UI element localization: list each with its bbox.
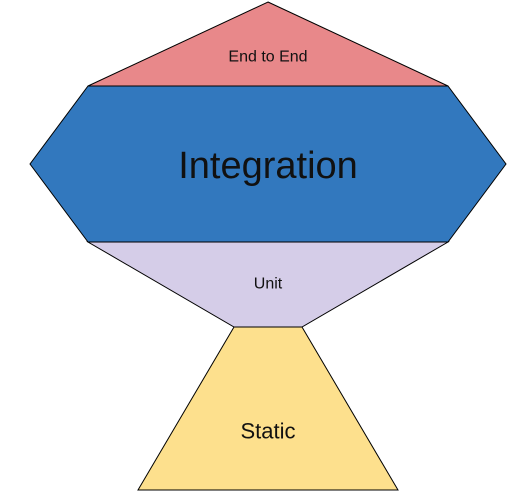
static-label: Static bbox=[240, 419, 295, 444]
integration-label: Integration bbox=[178, 145, 358, 187]
unit-label: Unit bbox=[254, 276, 283, 293]
end-to-end-label: End to End bbox=[228, 49, 307, 66]
static-layer bbox=[137, 326, 399, 491]
end-to-end-layer bbox=[87, 1, 449, 87]
